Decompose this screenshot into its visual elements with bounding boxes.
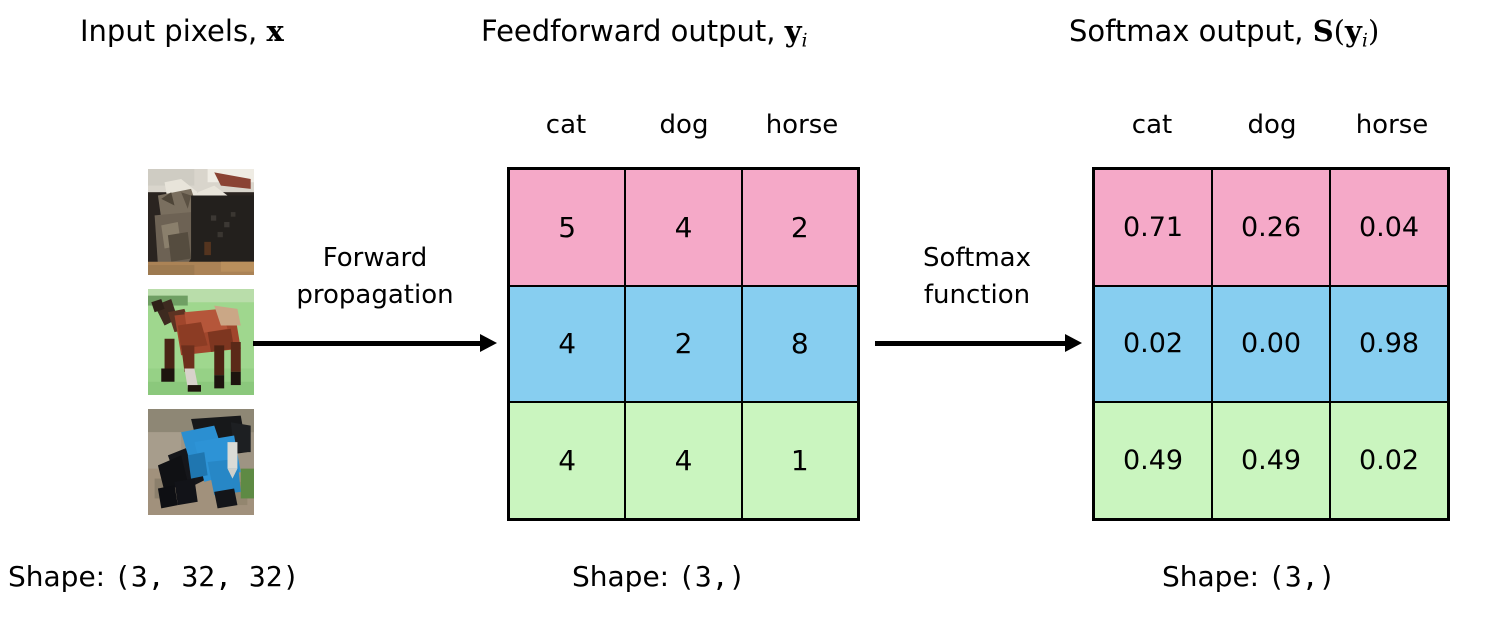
- arrow-head: [1065, 334, 1082, 352]
- forward-label-line2: propagation: [296, 280, 454, 310]
- probs-header-horse: horse: [1355, 110, 1429, 140]
- probs-header-cat: cat: [1131, 110, 1173, 140]
- shape-word: Shape:: [8, 560, 115, 593]
- input-shape-caption: Shape: (3, 32, 32): [8, 560, 299, 594]
- table-cell: 0.02: [1095, 286, 1211, 402]
- feedforward-column-title: Feedforward output, yi: [481, 14, 808, 57]
- softmax-column-title: Softmax output, S(yi): [1069, 14, 1379, 57]
- logits-header-dog: dog: [659, 110, 709, 140]
- input-title-symbol: x: [266, 14, 284, 48]
- table-cell: 0.71: [1095, 170, 1211, 285]
- table-cell: 0.49: [1213, 403, 1329, 518]
- arrow-shaft: [875, 341, 1066, 346]
- softmax-shape-caption: Shape: (3,): [1162, 560, 1335, 594]
- table-cell: 0.00: [1213, 286, 1329, 402]
- feedforward-shape-caption: Shape: (3,): [572, 560, 745, 594]
- softmax-title-paren-close: ): [1367, 14, 1380, 48]
- table-cell: 2: [742, 170, 857, 285]
- shape-tuple: (3, 32, 32): [114, 560, 300, 593]
- table-cell: 0.04: [1331, 170, 1447, 285]
- feedforward-title-text: Feedforward output,: [481, 14, 785, 48]
- table-cell: 1: [742, 403, 857, 518]
- softmax-probabilities-table: 0.71 0.26 0.04 0.02 0.00 0.98 0.49 0.49 …: [1092, 167, 1450, 521]
- softmax-title-symbol-y: y: [1345, 14, 1362, 48]
- softmax-title-symbol-s: S: [1312, 14, 1334, 48]
- table-cell: 2: [626, 286, 741, 402]
- softmax-title-subscript: i: [1361, 29, 1368, 52]
- table-cell: 4: [510, 403, 625, 518]
- feedforward-title-subscript: i: [801, 29, 808, 52]
- softmax-label-line1: Softmax: [923, 243, 1031, 273]
- probs-header-dog: dog: [1247, 110, 1297, 140]
- horse-image-graphic: [148, 289, 254, 395]
- softmax-function-arrow: [875, 334, 1082, 352]
- softmax-function-label: Softmax function: [872, 240, 1082, 314]
- table-cell: 0.49: [1095, 403, 1211, 518]
- forward-propagation-label: Forward propagation: [253, 240, 497, 314]
- softmax-label-line2: function: [923, 280, 1031, 310]
- softmax-title-paren-open: (: [1333, 14, 1345, 48]
- input-column-title: Input pixels, x: [80, 14, 284, 48]
- shape-tuple: (3,): [678, 560, 746, 593]
- table-cell: 4: [626, 170, 741, 285]
- logits-header-cat: cat: [545, 110, 587, 140]
- forward-label-line1: Forward: [322, 243, 428, 273]
- shape-word: Shape:: [572, 560, 679, 593]
- feedforward-logits-table: 5 4 2 4 2 8 4 4 1: [507, 167, 860, 521]
- table-cell: 5: [510, 170, 625, 285]
- horse-thumbnail: [148, 289, 254, 395]
- cat-image-graphic: [148, 169, 254, 275]
- table-cell: 4: [626, 403, 741, 518]
- feedforward-title-symbol: y: [784, 14, 802, 48]
- arrow-shaft: [253, 341, 481, 346]
- table-cell: 0.26: [1213, 170, 1329, 285]
- shape-word: Shape:: [1162, 560, 1269, 593]
- forward-propagation-arrow: [253, 334, 497, 352]
- arrow-head: [480, 334, 497, 352]
- softmax-title-text: Softmax output,: [1069, 14, 1313, 48]
- table-cell: 8: [742, 286, 857, 402]
- dog-image-graphic: [148, 409, 254, 515]
- table-cell: 0.02: [1331, 403, 1447, 518]
- shape-tuple: (3,): [1268, 560, 1336, 593]
- cat-thumbnail: [148, 169, 254, 275]
- dog-thumbnail: [148, 409, 254, 515]
- table-cell: 4: [510, 286, 625, 402]
- table-cell: 0.98: [1331, 286, 1447, 402]
- input-title-text: Input pixels,: [80, 14, 267, 48]
- logits-header-horse: horse: [765, 110, 839, 140]
